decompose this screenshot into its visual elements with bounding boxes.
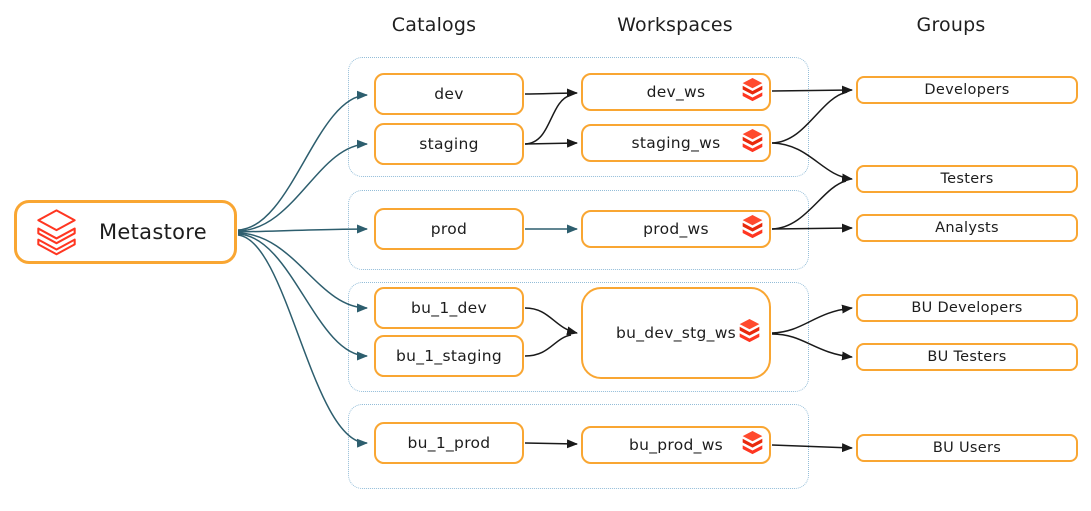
edge-staging-staging-ws — [524, 138, 578, 148]
edge-dev-dev-ws — [524, 88, 578, 98]
group-label: BU Testers — [927, 349, 1007, 365]
env-group-dev-staging — [348, 57, 809, 177]
group-node-developers: Developers — [856, 76, 1078, 104]
edge-metastore-prod — [237, 224, 368, 234]
workspace-label: staging_ws — [631, 134, 721, 152]
edge-metastore-dev — [237, 90, 368, 231]
metastore-node: Metastore — [14, 200, 237, 264]
group-label: Testers — [940, 171, 994, 187]
catalog-label: bu_1_dev — [411, 299, 487, 317]
group-node-bu-testers: BU Testers — [856, 343, 1078, 371]
edge-staging-dev-ws — [524, 94, 572, 145]
group-node-bu-users: BU Users — [856, 434, 1078, 462]
workspace-label: dev_ws — [646, 83, 706, 101]
edge-bu-dev-stg-ws-bu-testers — [771, 333, 853, 361]
edge-prod-ws-analysts — [771, 223, 853, 233]
edge-metastore-bu-1-staging — [237, 233, 368, 361]
catalog-label: dev — [434, 85, 464, 103]
workspace-node-bu-dev-stg-ws: bu_dev_stg_ws — [581, 287, 771, 379]
column-header-workspaces: Workspaces — [617, 14, 733, 36]
catalog-label: staging — [419, 135, 479, 153]
group-node-analysts: Analysts — [856, 214, 1078, 242]
edge-metastore-staging — [237, 139, 368, 232]
edge-bu-prod-ws-bu-users — [771, 443, 853, 453]
edge-dev-ws-developers — [771, 85, 853, 95]
workspace-node-prod-ws: prod_ws — [581, 210, 771, 248]
edge-bu-dev-stg-ws-bu-developers — [771, 304, 853, 334]
databricks-icon — [738, 318, 761, 348]
databricks-icon — [741, 430, 764, 460]
catalog-label: bu_1_staging — [395, 347, 503, 365]
edge-metastore-bu-1-dev — [237, 232, 368, 313]
catalog-node-prod: prod — [374, 208, 524, 250]
catalog-node-bu-1-staging: bu_1_staging — [374, 335, 524, 377]
catalog-node-bu-1-dev: bu_1_dev — [374, 287, 524, 329]
catalog-label: bu_1_prod — [407, 434, 491, 452]
column-header-catalogs: Catalogs — [391, 14, 477, 36]
env-group-bu-dev-staging — [348, 282, 809, 392]
column-header-groups: Groups — [916, 14, 986, 36]
edge-staging-ws-developers — [771, 91, 848, 144]
workspace-node-bu-prod-ws: bu_prod_ws — [581, 426, 771, 464]
workspace-label: prod_ws — [643, 220, 709, 238]
workspace-label: bu_prod_ws — [628, 436, 724, 454]
group-node-bu-developers: BU Developers — [856, 294, 1078, 322]
env-group-prod — [348, 190, 809, 270]
edge-staging-ws-testers — [771, 142, 853, 183]
group-label: Developers — [924, 82, 1010, 98]
group-node-testers: Testers — [856, 165, 1078, 193]
metastore-label: Metastore — [99, 220, 207, 244]
workspace-node-dev-ws: dev_ws — [581, 73, 771, 111]
databricks-icon — [741, 214, 764, 244]
catalog-node-bu-1-prod: bu_1_prod — [374, 422, 524, 464]
catalog-node-staging: staging — [374, 123, 524, 165]
group-label: Analysts — [935, 220, 999, 236]
edge-metastore-bu-1-prod — [237, 234, 368, 448]
workspace-node-staging-ws: staging_ws — [581, 124, 771, 162]
databricks-logo-outline-icon — [34, 208, 79, 257]
edge-bu-1-staging-bu-dev-stg-ws — [524, 334, 572, 357]
catalog-node-dev: dev — [374, 73, 524, 115]
group-label: BU Users — [932, 440, 1002, 456]
group-label: BU Developers — [911, 300, 1023, 316]
edge-bu-1-prod-bu-prod-ws — [524, 439, 578, 449]
edge-bu-1-dev-bu-dev-stg-ws — [524, 307, 578, 336]
databricks-icon — [741, 128, 764, 158]
edge-prod-ws-testers — [771, 180, 847, 230]
workspace-label: bu_dev_stg_ws — [615, 324, 737, 342]
catalog-label: prod — [430, 220, 468, 238]
databricks-icon — [741, 77, 764, 107]
